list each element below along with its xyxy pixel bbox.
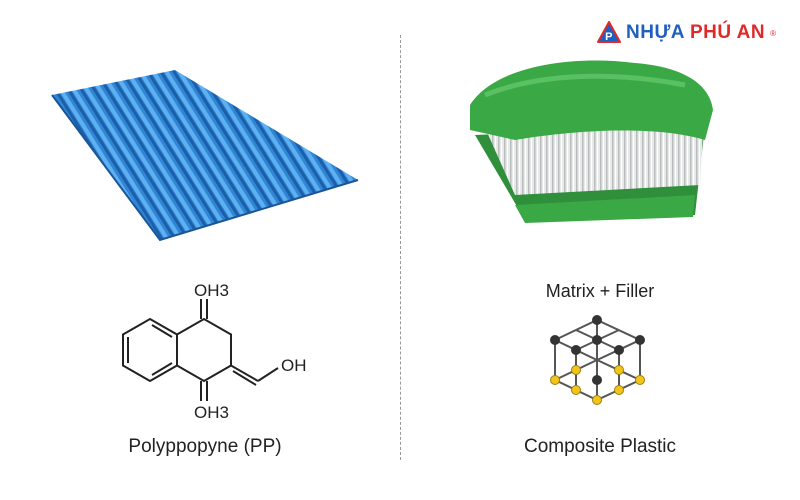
logo-text-1: NHỰA	[626, 22, 685, 43]
logo-text-2: PHÚ AN	[689, 22, 766, 43]
divider	[400, 35, 401, 460]
chemical-structure	[122, 299, 279, 401]
corrugated-sheet-image	[51, 70, 359, 242]
right-label: Matrix + Filler	[545, 281, 655, 301]
chem-label-top: OH3	[194, 281, 229, 300]
logo-icon: P	[597, 21, 621, 43]
chem-label-side: OH	[281, 356, 307, 375]
composite-block-image	[470, 60, 713, 223]
lattice-structure-icon	[550, 315, 645, 405]
right-caption: Composite Plastic	[523, 436, 677, 457]
brand-logo: P NHỰA PHÚ AN ®	[597, 21, 776, 45]
registered-mark: ®	[770, 28, 777, 38]
chem-label-bottom: OH3	[194, 403, 229, 422]
svg-text:P: P	[605, 31, 613, 43]
left-caption: Polyppopyne (PP)	[128, 436, 282, 457]
